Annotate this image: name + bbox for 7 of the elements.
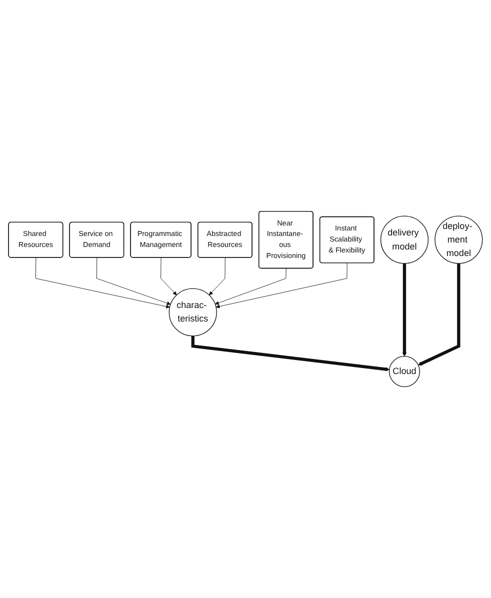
arrow (418, 263, 460, 366)
node-circle: Cloud (388, 356, 420, 388)
arrow (191, 336, 390, 372)
node-circle: charac- teristics (168, 288, 217, 336)
node-circle: deploy- ment model (434, 216, 483, 264)
arrow (402, 263, 406, 356)
node-circle: delivery model (380, 216, 429, 264)
